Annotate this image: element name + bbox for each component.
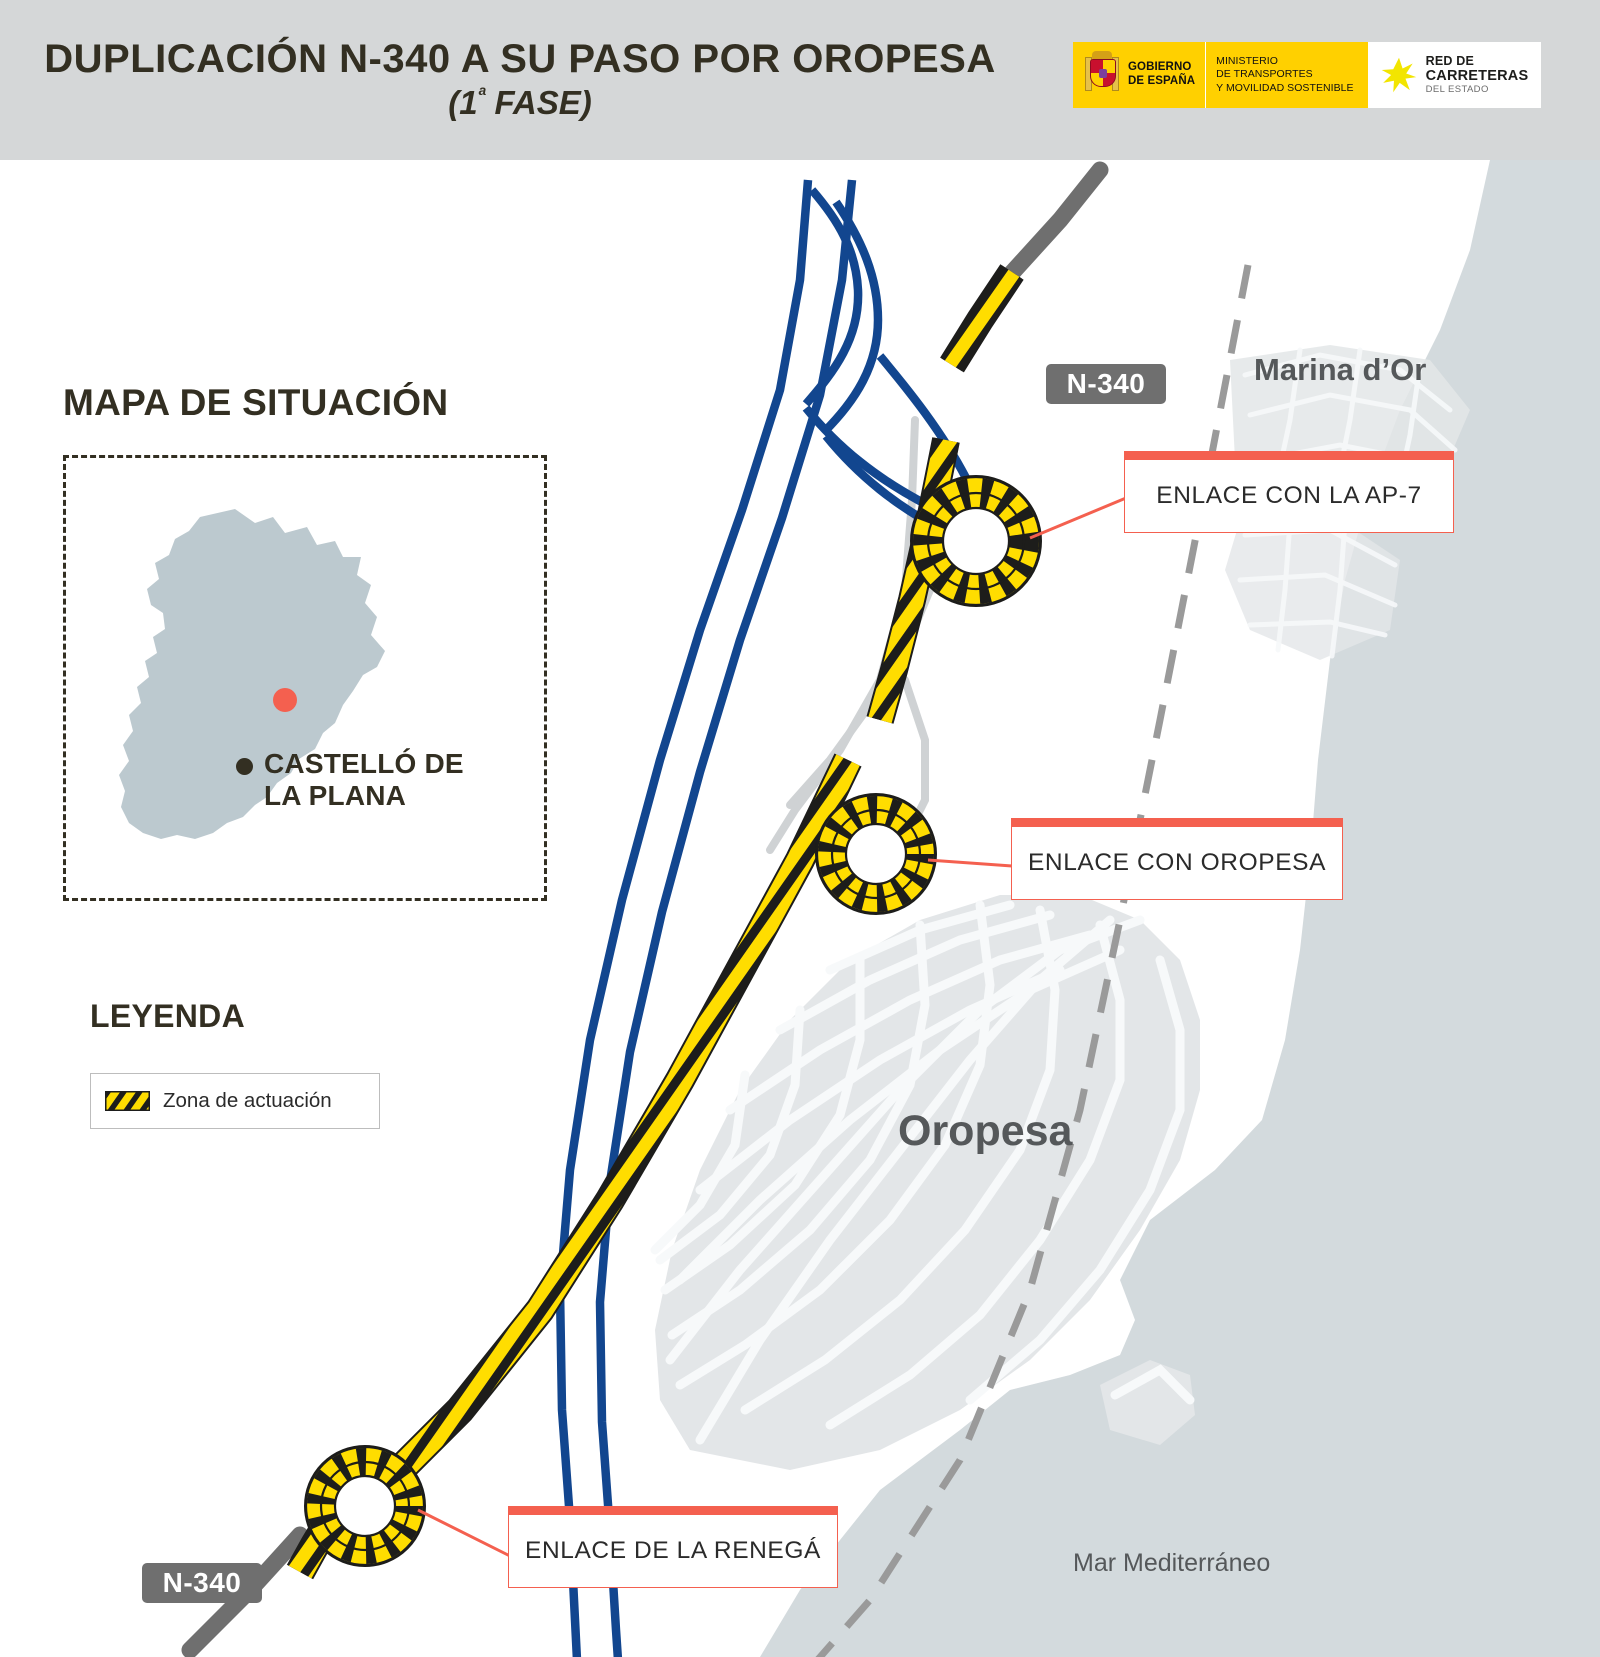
logo-group: GOBIERNO DE ESPAÑA MINISTERIO DE TRANSPO…	[1073, 42, 1542, 108]
city-label: CASTELLÓ DE LA PLANA	[264, 748, 464, 812]
rce-line-3: DEL ESTADO	[1425, 84, 1489, 96]
railway-line	[815, 264, 1252, 1657]
location-marker-icon	[273, 688, 297, 712]
map-graphics	[181, 160, 1600, 1657]
subtitle-open: (	[448, 84, 460, 121]
roundabout-ap7	[910, 475, 1042, 607]
government-line-1: GOBIERNO	[1128, 61, 1192, 74]
title-block: DUPLICACIÓN N-340 A SU PASO POR OROPESA …	[30, 38, 1010, 122]
callout-ap7-label: ENLACE CON LA AP-7	[1156, 482, 1422, 509]
roundabout-renega	[304, 1445, 426, 1567]
rce-line-2: CARRETERAS	[1425, 68, 1529, 85]
callout-renega-label: ENLACE DE LA RENEGÁ	[525, 1537, 821, 1564]
roads-network-logo: RED DE CARRETERAS DEL ESTADO	[1367, 42, 1542, 108]
city-label-line-2: LA PLANA	[264, 780, 407, 812]
spain-coat-of-arms-icon	[1085, 50, 1119, 100]
subtitle-rest: FASE)	[485, 84, 592, 121]
road-shield-n340-north: N-340	[1046, 364, 1166, 404]
legend-item-label: Zona de actuación	[163, 1089, 332, 1112]
situation-map-title: MAPA DE SITUACIÓN	[63, 382, 449, 423]
government-logo-text: GOBIERNO DE ESPAÑA	[1128, 61, 1195, 88]
callout-enlace-renega[interactable]: ENLACE DE LA RENEGÁ	[508, 1506, 838, 1588]
ministry-line-3: Y MOVILIDAD SOSTENIBLE	[1216, 81, 1354, 94]
ministry-logo: MINISTERIO DE TRANSPORTES Y MOVILIDAD SO…	[1205, 42, 1368, 108]
government-line-2: DE ESPAÑA	[1128, 75, 1196, 87]
city-bullet-icon	[236, 758, 253, 775]
page-subtitle: (1ª FASE)	[30, 84, 1010, 122]
ministry-line-2: DE TRANSPORTES	[1216, 68, 1313, 81]
roundabout-oropesa	[815, 793, 937, 915]
roads-network-logo-text: RED DE CARRETERAS DEL ESTADO	[1426, 54, 1529, 96]
castellon-province-shape	[119, 509, 385, 839]
subtitle-ordinal: ª	[477, 84, 486, 107]
callout-enlace-oropesa[interactable]: ENLACE CON OROPESA	[1011, 818, 1343, 900]
label-oropesa: Oropesa	[898, 1107, 1073, 1155]
legend-title: LEYENDA	[90, 998, 246, 1034]
situation-map-panel: MAPA DE SITUACIÓN	[63, 382, 563, 424]
street-network	[650, 900, 1195, 1445]
callout-enlace-ap7[interactable]: ENLACE CON LA AP-7	[1124, 451, 1454, 533]
label-marina-dor: Marina d’Or	[1254, 352, 1427, 387]
sea-area	[760, 160, 1600, 1657]
page-title: DUPLICACIÓN N-340 A SU PASO POR OROPESA	[44, 37, 996, 81]
header-bar: DUPLICACIÓN N-340 A SU PASO POR OROPESA …	[0, 0, 1600, 160]
city-label-line-1: CASTELLÓ DE	[264, 748, 464, 779]
government-logo: GOBIERNO DE ESPAÑA	[1073, 42, 1206, 108]
works-zone-swatch-icon	[105, 1091, 150, 1111]
star-icon	[1381, 57, 1416, 93]
label-mar-mediterraneo: Mar Mediterráneo	[1073, 1549, 1271, 1577]
callout-oropesa-label: ENLACE CON OROPESA	[1027, 849, 1327, 876]
callout-leader-lines	[417, 496, 1127, 1558]
road-shield-n340-south: N-340	[142, 1563, 262, 1603]
ministry-logo-text: MINISTERIO DE TRANSPORTES Y MOVILIDAD SO…	[1216, 55, 1353, 96]
ministry-line-1: MINISTERIO	[1216, 54, 1278, 67]
subtitle-number: 1	[459, 84, 478, 121]
legend-item-zona-actuacion: Zona de actuación	[90, 1073, 380, 1129]
map-canvas[interactable]: MAPA DE SITUACIÓN CASTELLÓ DE LA PLANA L…	[0, 160, 1600, 1657]
rce-line-1: RED DE	[1425, 54, 1475, 69]
